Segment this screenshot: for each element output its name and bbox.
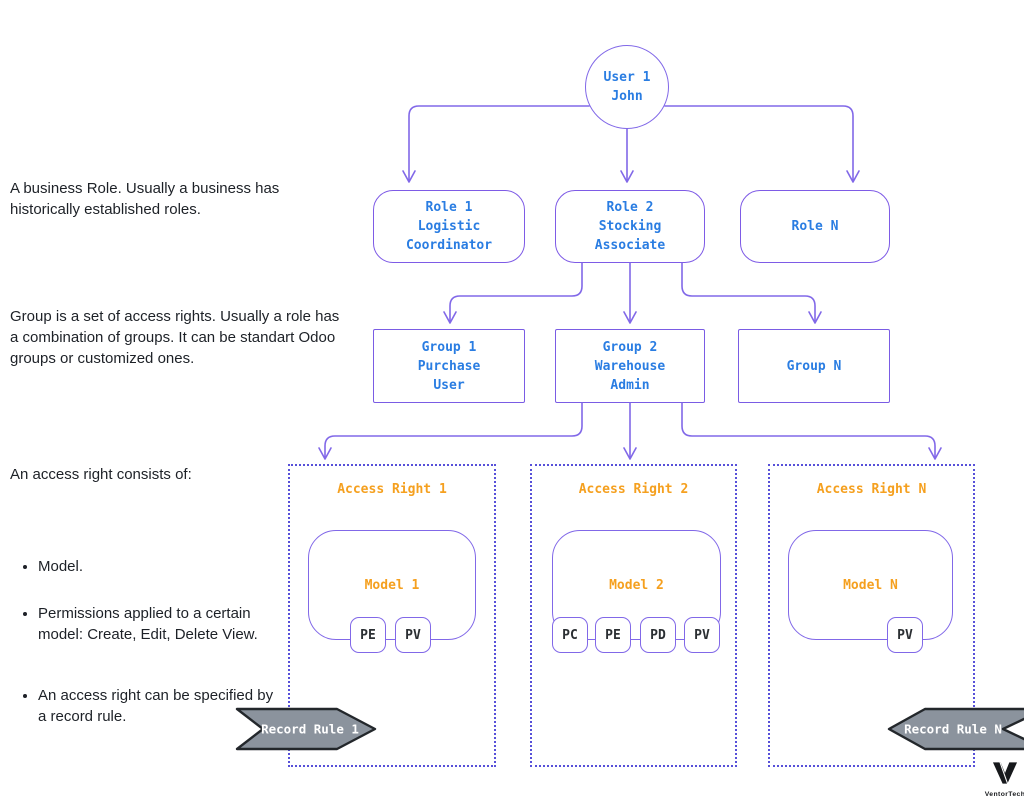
permission-badge-pc: PC	[552, 617, 588, 653]
role-1-title: Role 1	[425, 200, 473, 215]
role-n-node: Role N	[740, 190, 890, 263]
group-1-title: Group 1	[421, 339, 477, 355]
permission-badge-pv: PV	[395, 617, 431, 653]
record-rule-1-label: Record Rule 1	[261, 722, 359, 737]
access-right-n-title: Access Right N	[816, 482, 927, 497]
user-name-line2: John	[611, 89, 643, 104]
group-n-node: Group N	[738, 329, 890, 403]
record-rule-1-ribbon: Record Rule 1	[235, 707, 377, 751]
role-2-title: Role 2	[606, 200, 654, 215]
bullet-permissions: Permissions applied to a certain model: …	[38, 603, 276, 645]
user-name-line1: User 1	[603, 70, 651, 85]
permission-badge-pd: PD	[640, 617, 676, 653]
role-2-line3: Associate	[594, 238, 666, 253]
group-1-line2: Purchase	[417, 358, 481, 374]
ventortech-logo: VentorTech	[982, 761, 1024, 798]
permission-badge-pv: PV	[684, 617, 720, 653]
user-node: User 1 John	[585, 45, 669, 129]
group-1-line3: User	[433, 377, 465, 393]
record-rule-1-shape	[235, 707, 377, 751]
group-annotation: Group is a set of access rights. Usually…	[10, 308, 340, 367]
access-right-n-container: Access Right N	[768, 464, 975, 767]
role-n-title: Role N	[791, 219, 839, 234]
record-rule-n-shape	[887, 707, 1024, 751]
model-n-label: Model N	[843, 577, 898, 593]
record-rule-n-ribbon: Record Rule N	[887, 707, 1024, 751]
group-1-node: Group 1 Purchase User	[373, 329, 525, 403]
role-2-node: Role 2 Stocking Associate	[555, 190, 705, 263]
permission-badge-pe: PE	[350, 617, 386, 653]
model-2-label: Model 2	[609, 577, 664, 593]
access-right-annotation: An access right consists of:	[10, 466, 192, 483]
role-annotation: A business Role. Usually a business has …	[10, 180, 280, 218]
permission-badge-pv: PV	[887, 617, 923, 653]
group-2-line3: Admin	[610, 377, 650, 393]
group-n-title: Group N	[786, 358, 842, 374]
ventortech-wordmark: VentorTech	[984, 791, 1024, 798]
bullet-model: Model.	[38, 556, 276, 577]
model-1-box: Model 1	[308, 530, 476, 640]
model-1-label: Model 1	[364, 577, 420, 593]
access-right-1-container: Access Right 1	[288, 464, 496, 767]
access-right-2-container: Access Right 2	[530, 464, 737, 767]
role-1-node: Role 1 Logistic Coordinator	[373, 190, 525, 263]
access-right-2-title: Access Right 2	[578, 482, 689, 497]
ventortech-v-icon	[992, 761, 1018, 785]
role-1-line3: Coordinator	[405, 238, 493, 253]
role-1-line2: Logistic	[417, 219, 481, 234]
group-2-line2: Warehouse	[594, 358, 666, 374]
model-n-box: Model N	[788, 530, 953, 640]
group-2-node: Group 2 Warehouse Admin	[555, 329, 705, 403]
bullet-record-rule: An access right can be specified by a re…	[38, 685, 276, 727]
access-right-bullet-list: Model. Permissions applied to a certain …	[14, 556, 276, 727]
permission-badge-pe: PE	[595, 617, 631, 653]
role-2-line2: Stocking	[598, 219, 662, 234]
record-rule-n-label: Record Rule N	[904, 722, 1002, 737]
group-2-title: Group 2	[602, 339, 658, 355]
access-right-1-title: Access Right 1	[337, 482, 447, 497]
